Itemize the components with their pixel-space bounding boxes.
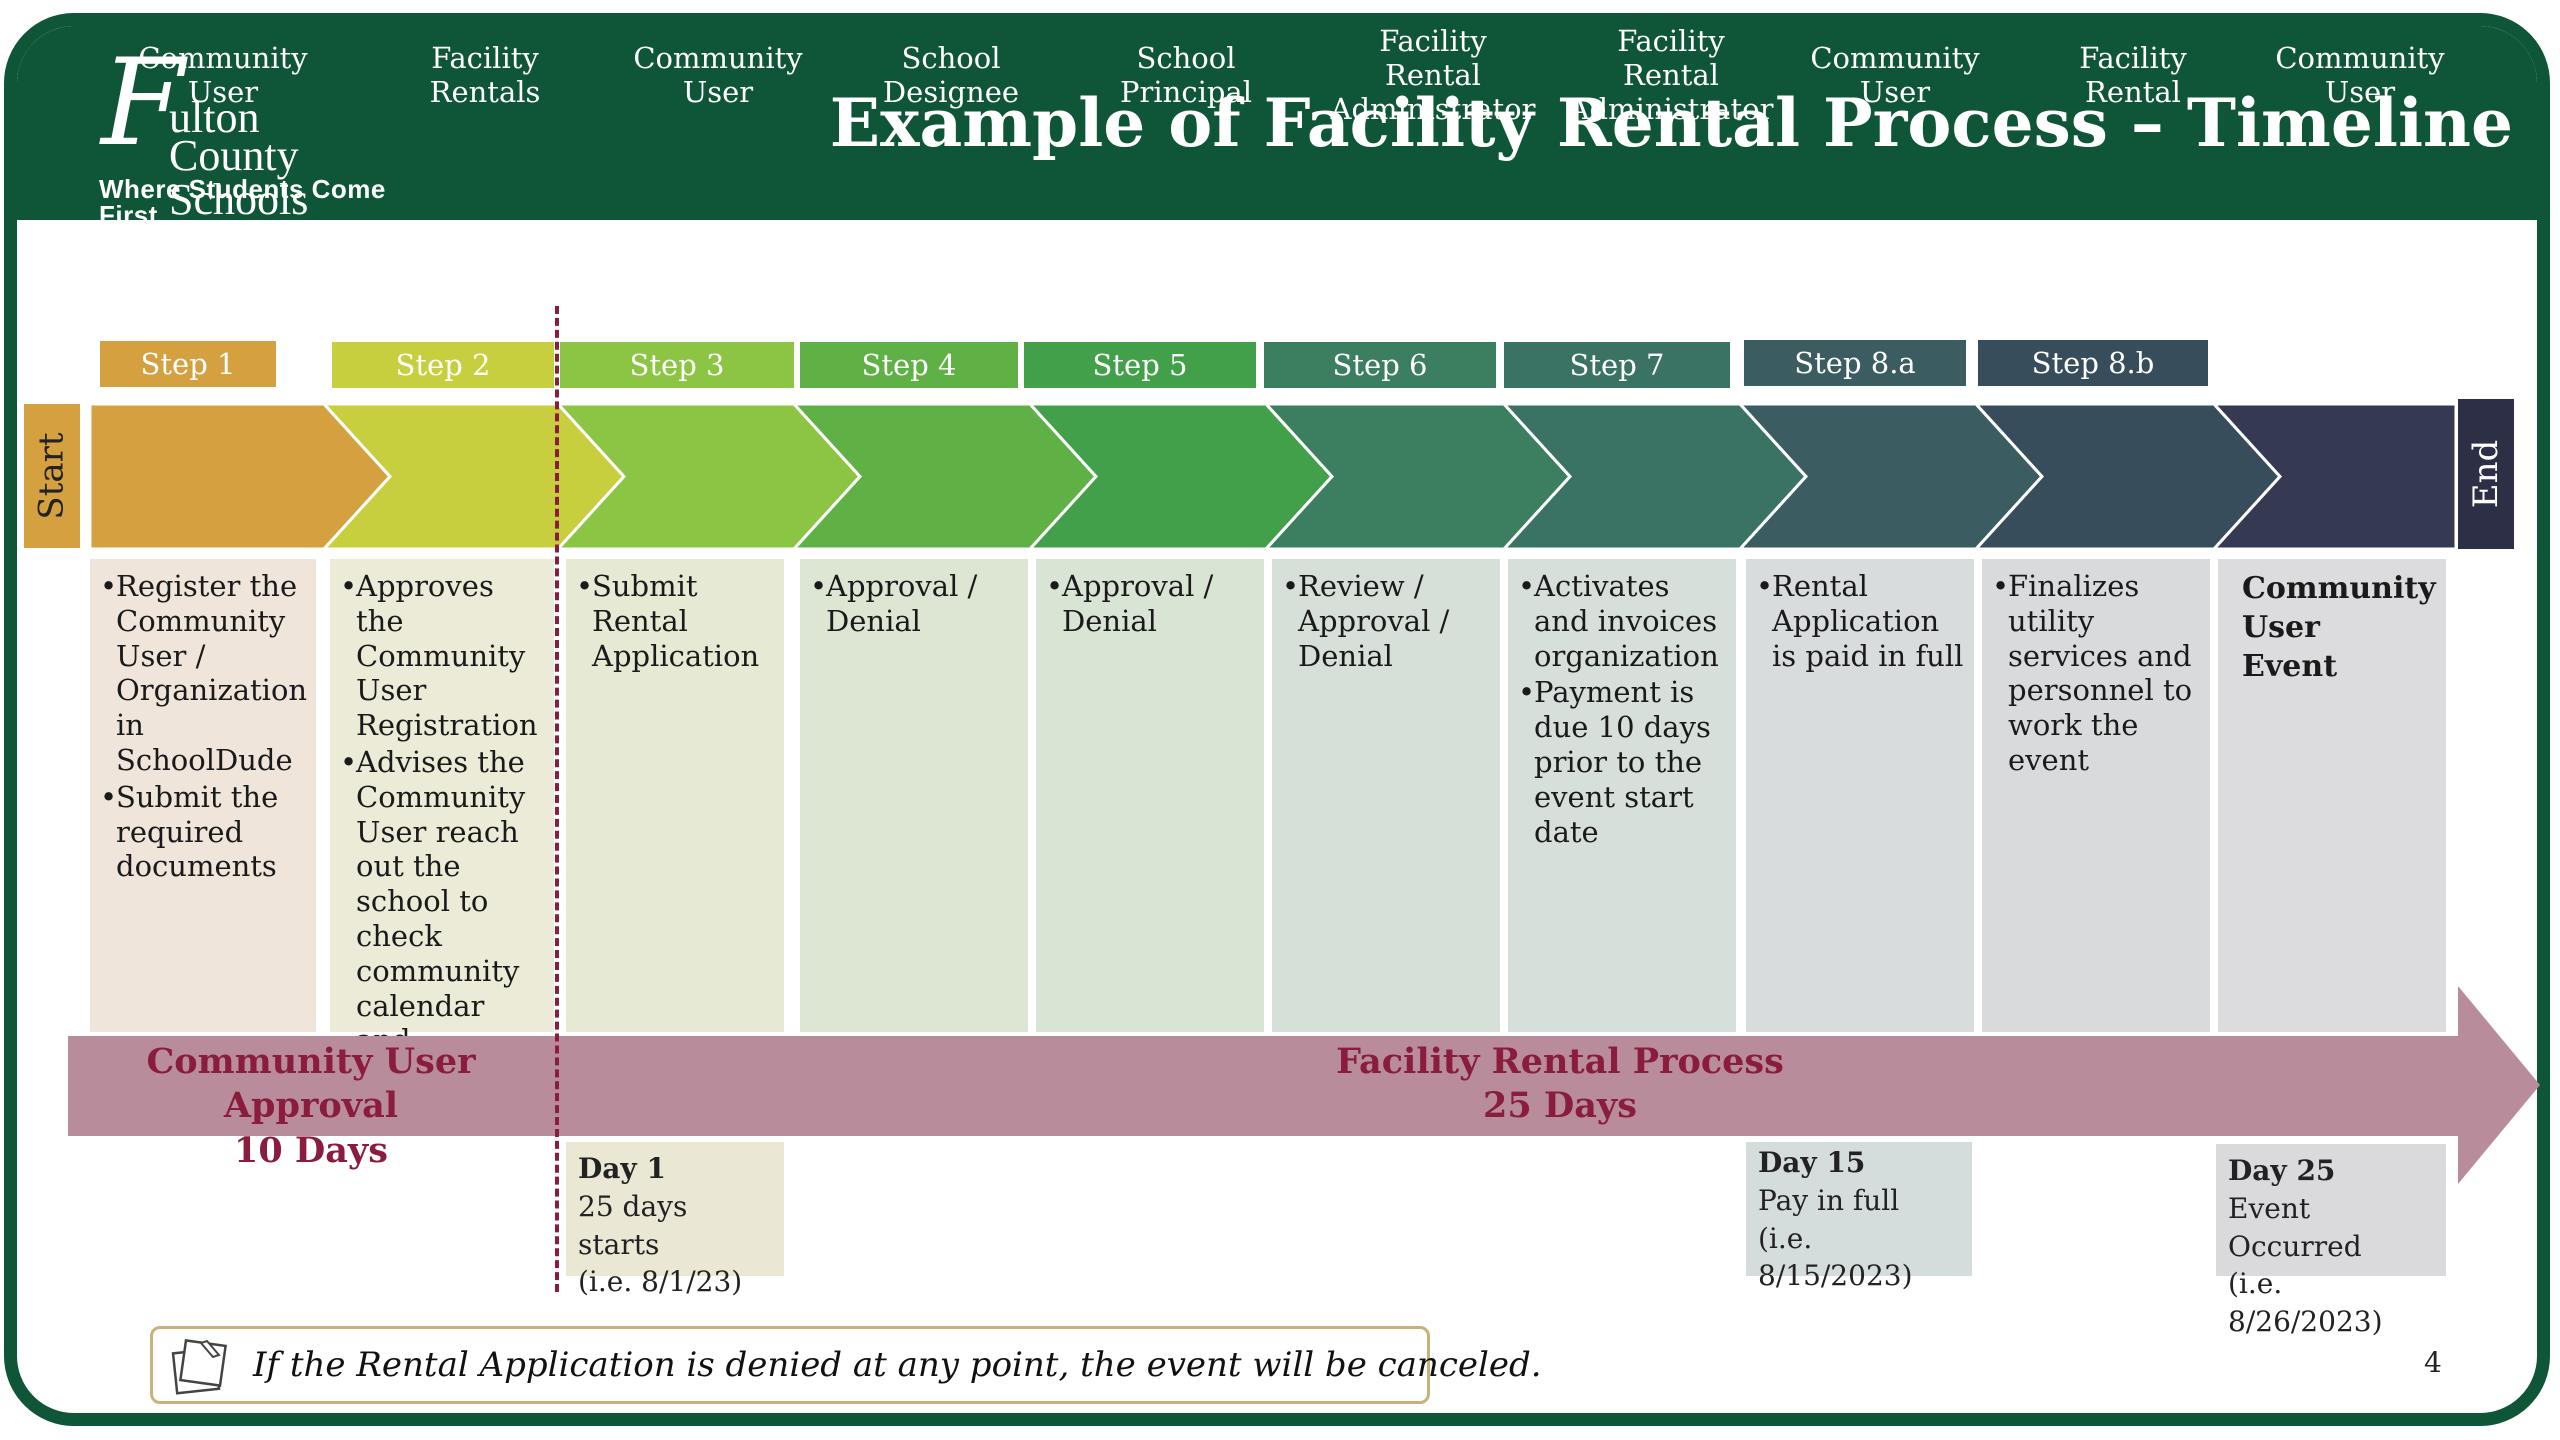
step-8b-item-1: Finalizes utility services and personnel…	[1992, 569, 2202, 778]
day-25-head: Day 25	[2228, 1154, 2336, 1187]
band-right-line-1: Facility Rental Process	[1336, 1041, 1784, 1082]
day-25-line-1: Event Occurred	[2228, 1191, 2362, 1263]
step-1-details: Register the Community User / Organizati…	[90, 559, 316, 1032]
step-3-details: Submit Rental Application	[566, 559, 784, 1032]
day-1-line-1: 25 days starts	[578, 1189, 688, 1261]
chevron-step-9-text: Community User	[2275, 40, 2445, 109]
chevron-step-8a-text: Community User	[1810, 40, 1980, 109]
chevron-step-5-text: School Principal	[1120, 40, 1252, 109]
step-label-7: Step 7	[1504, 342, 1730, 388]
band-right-line-2: 25 Days	[1483, 1085, 1637, 1127]
step-label-6: Step 6	[1264, 342, 1496, 388]
chevron-step-8b-text: Facility Rental	[2079, 40, 2187, 109]
step-8a-details: Rental Application is paid in full	[1746, 559, 1974, 1032]
community-user-approval-label: Community User Approval 10 Days	[68, 1040, 554, 1173]
approval-divider-line	[555, 306, 559, 1292]
community-user-event-details: Community User Event	[2218, 559, 2446, 1032]
chevron-step-6-text: Facility Rental Administrator	[1330, 23, 1536, 127]
day-1-box: Day 1 25 days starts (i.e. 8/1/23)	[566, 1142, 784, 1298]
page-number: 4	[2424, 1346, 2442, 1379]
day-15-line-1: Pay in full	[1758, 1183, 1900, 1217]
chevron-step-7-text: Facility Rental Administrator	[1568, 23, 1774, 127]
step-6-item-1: Review / Approval / Denial	[1282, 569, 1492, 673]
chevron-step-3-text: Community User	[633, 40, 803, 109]
step-3-item-1: Submit Rental Application	[576, 569, 776, 673]
step-1-item-2: Submit the required documents	[100, 780, 308, 884]
day-15-line-2: (i.e. 8/15/2023)	[1758, 1221, 1913, 1293]
day-15-box: Day 15 Pay in full (i.e. 8/15/2023)	[1746, 1142, 1972, 1292]
facility-rental-process-label: Facility Rental Process 25 Days	[560, 1040, 2560, 1129]
step-5-item-1: Approval / Denial	[1046, 569, 1256, 639]
chevron-step-4-text: School Designee	[882, 40, 1020, 109]
step-8a-item-1: Rental Application is paid in full	[1756, 569, 1966, 673]
chevron-step-10	[2210, 402, 2458, 551]
step-6-details: Review / Approval / Denial	[1272, 559, 1500, 1032]
cancellation-note: If the Rental Application is denied at a…	[150, 1326, 1542, 1404]
step-label-5: Step 5	[1024, 342, 1256, 388]
start-block: Start	[24, 404, 80, 548]
day-1-head: Day 1	[578, 1152, 666, 1185]
step-label-8b: Step 8.b	[1978, 340, 2208, 386]
day-25-box: Day 25 Event Occurred (i.e. 8/26/2023)	[2216, 1144, 2446, 1338]
band-left-line-2: 10 Days	[234, 1129, 388, 1171]
chevron-step-1-text: Community User	[138, 40, 308, 109]
step-5-details: Approval / Denial	[1036, 559, 1264, 1032]
step-1-item-1: Register the Community User / Organizati…	[100, 569, 308, 778]
logo-tagline: Where Students Come First	[99, 174, 386, 230]
timeline-band-shape	[68, 986, 2540, 1184]
step-4-item-1: Approval / Denial	[810, 569, 1020, 639]
step-8b-details: Finalizes utility services and personnel…	[1982, 559, 2210, 1032]
band-left-line-1: Community User Approval	[146, 1041, 476, 1127]
step-7-details: Activates and invoices organization Paym…	[1508, 559, 1736, 1032]
header-bar: F ulton County Schools Where Students Co…	[17, 26, 2537, 229]
step-label-2: Step 2	[332, 342, 554, 388]
day-1-line-2: (i.e. 8/1/23)	[578, 1265, 743, 1299]
step-label-8a: Step 8.a	[1744, 340, 1966, 386]
step-7-item-1: Activates and invoices organization	[1518, 569, 1728, 673]
community-user-event: Community User Event	[2242, 571, 2436, 684]
step-label-3: Step 3	[560, 342, 794, 388]
page-title: Example of Facility Rental Process – Tim…	[829, 84, 2513, 162]
step-2-item-1: Approves the Community User Registration	[340, 569, 546, 743]
cancellation-note-text: If the Rental Application is denied at a…	[253, 1345, 1542, 1385]
step-label-4: Step 4	[800, 342, 1018, 388]
logo-mark: F	[101, 34, 185, 173]
fulton-county-schools-logo: F ulton County Schools Where Students Co…	[89, 44, 419, 229]
notepad-icon	[171, 1338, 228, 1395]
chevron-step-2-text: Facility Rentals	[429, 40, 541, 109]
day-25-line-2: (i.e. 8/26/2023)	[2228, 1267, 2383, 1339]
end-block: End	[2458, 399, 2514, 549]
step-7-item-2: Payment is due 10 days prior to the even…	[1518, 675, 1728, 849]
step-label-1: Step 1	[100, 341, 276, 387]
logo-line-1: ulton	[169, 93, 260, 142]
logo-line-2: County Schools	[169, 131, 309, 224]
step-4-details: Approval / Denial	[800, 559, 1028, 1032]
day-15-head: Day 15	[1758, 1146, 1866, 1179]
step-2-details: Approves the Community User Registration…	[330, 559, 554, 1092]
